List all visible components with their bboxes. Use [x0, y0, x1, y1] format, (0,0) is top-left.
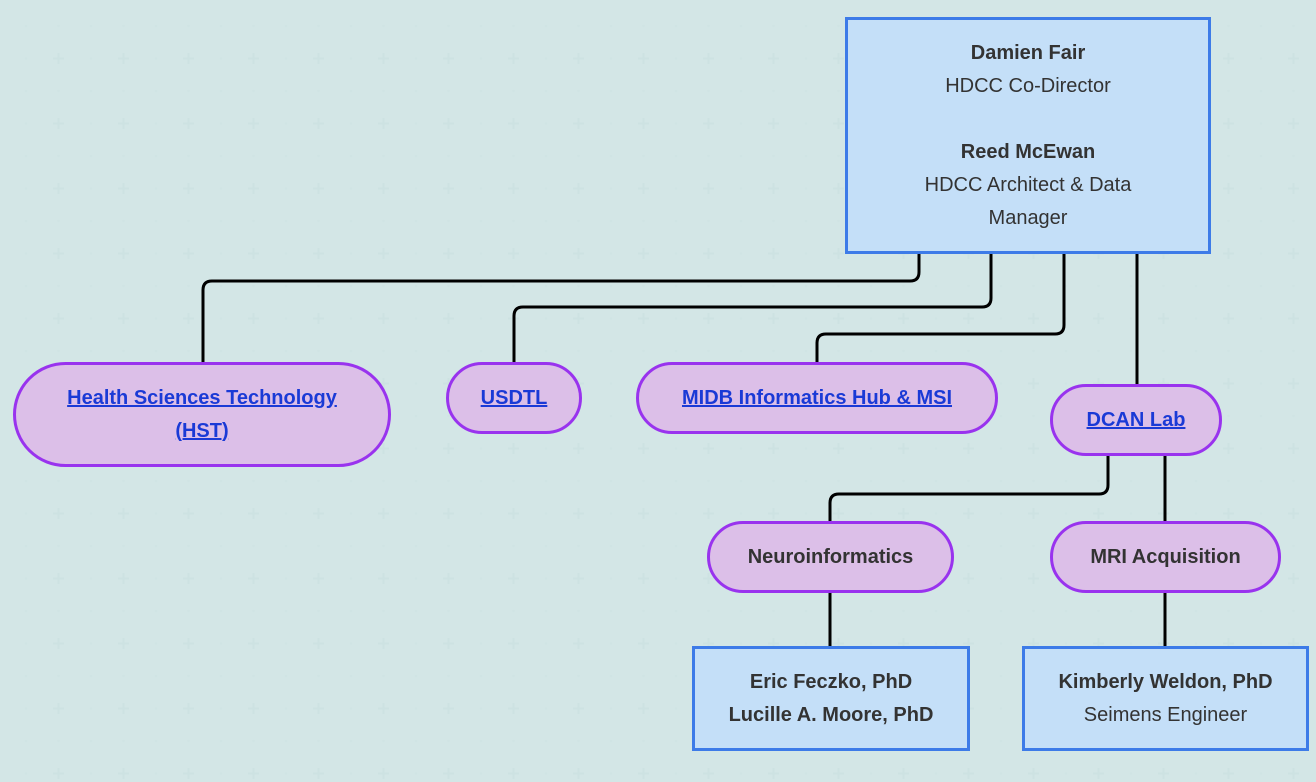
unit-usdtl-node[interactable]: USDTL	[446, 362, 582, 434]
unit-hst-label-line2: (HST)	[175, 419, 229, 442]
unit-hst-node[interactable]: Health Sciences Technology (HST)	[13, 362, 391, 467]
unit-midb-link[interactable]: MIDB Informatics Hub & MSI	[681, 386, 952, 409]
person-kimberly-weldon-role: Seimens Engineer	[1083, 703, 1248, 726]
connector-dcan-neuro	[828, 455, 1110, 522]
connector-leadership-midb	[815, 254, 1066, 363]
group-neuroinformatics-node: Neuroinformatics	[707, 521, 954, 593]
leader-damien-role: HDCC Co-Director	[945, 74, 1111, 97]
person-eric-feczko: Eric Feczko, PhD	[749, 670, 913, 693]
unit-hst-label-line1: Health Sciences Technology	[67, 386, 337, 409]
person-kimberly-weldon: Kimberly Weldon, PhD	[1058, 670, 1273, 693]
connector-leadership-hst	[201, 254, 921, 363]
unit-midb-node[interactable]: MIDB Informatics Hub & MSI	[636, 362, 998, 434]
neuro-people-node: Eric Feczko, PhD Lucille A. Moore, PhD	[692, 646, 970, 751]
unit-usdtl-link[interactable]: USDTL	[480, 386, 548, 409]
group-mri-acquisition-node: MRI Acquisition	[1050, 521, 1281, 593]
mri-person-node: Kimberly Weldon, PhD Seimens Engineer	[1022, 646, 1309, 751]
leader-reed-name: Reed McEwan	[960, 140, 1096, 163]
leader-reed-role-line2: Manager	[988, 206, 1068, 229]
unit-hst-link[interactable]: Health Sciences Technology (HST)	[67, 382, 337, 448]
connector-leadership-usdtl	[512, 254, 993, 363]
leadership-node: Damien Fair HDCC Co-Director Reed McEwan…	[845, 17, 1211, 254]
group-neuroinformatics-label: Neuroinformatics	[747, 545, 914, 568]
person-lucille-moore: Lucille A. Moore, PhD	[728, 703, 934, 726]
leader-damien-name: Damien Fair	[970, 41, 1086, 64]
unit-dcan-link[interactable]: DCAN Lab	[1086, 408, 1186, 431]
leader-reed-role-line1: HDCC Architect & Data	[924, 173, 1132, 196]
group-mri-acquisition-label: MRI Acquisition	[1090, 545, 1241, 568]
unit-dcan-node[interactable]: DCAN Lab	[1050, 384, 1222, 456]
